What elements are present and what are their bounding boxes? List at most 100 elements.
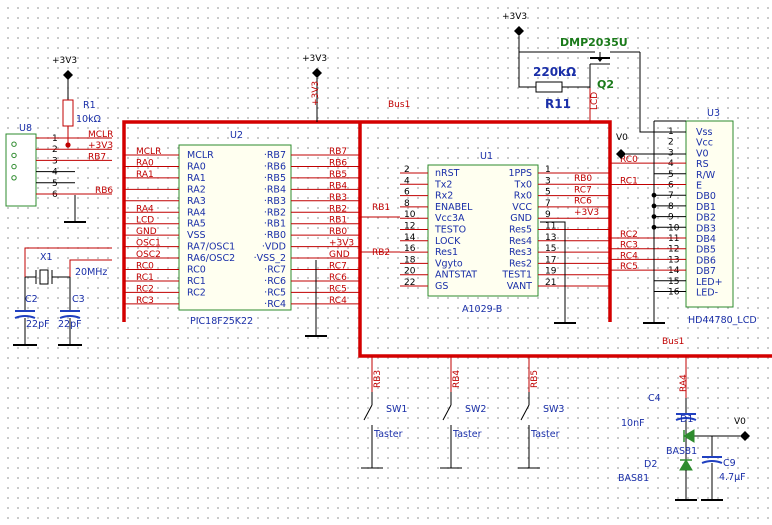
bus-label-top: Bus1 — [388, 100, 410, 110]
u2-left-pin: RA2 — [187, 184, 206, 195]
u8-pin-num: 2 — [52, 145, 58, 155]
u1-right-pin: Res3 — [509, 247, 532, 258]
u2-right-pin: ·RB3 — [264, 196, 286, 207]
u8-net-label: MCLR — [88, 130, 113, 140]
u2-right-pin: ·VSS_2 — [254, 253, 286, 264]
u3-pin-label: R/W — [696, 170, 716, 181]
u1-left-pin: Rx2 — [435, 191, 453, 202]
c3-value: 22pF — [58, 319, 82, 330]
u1-left-pin: Res1 — [435, 247, 458, 258]
u3-pin-num: 7 — [668, 191, 674, 201]
u2-left-net: OSC1 — [136, 239, 161, 249]
button-ref: SW1 — [386, 404, 407, 415]
u2-right-pin: ·RB7 — [264, 150, 286, 161]
u3-pin-label: E — [696, 181, 702, 192]
u3-net-label: RC1 — [620, 177, 638, 187]
u8-pin-num: 1 — [52, 134, 58, 144]
u1-left-pin: Vgyto — [435, 258, 463, 269]
resistor-r11[interactable]: 220kΩ R11 LCD — [518, 52, 600, 111]
u1-ref: U1 — [480, 151, 493, 162]
u3-pin-num: 11 — [668, 234, 679, 244]
u8-pin-socket — [11, 163, 17, 170]
bus-label-bottom: Bus1 — [662, 337, 684, 347]
u1-right-pin: VANT — [507, 281, 532, 292]
r11-ref: R11 — [545, 97, 571, 111]
u2-ref: U2 — [230, 130, 243, 141]
r1-ref: R1 — [83, 100, 96, 111]
u1-right-pin: TEST1 — [501, 270, 532, 281]
mosfet-q2[interactable]: DMP2035U Q2 — [560, 36, 686, 133]
u8-net-label: RB6 — [95, 186, 113, 196]
u3-net-label: RC2 — [620, 230, 638, 240]
c2-value: 22pF — [26, 319, 50, 330]
r11-net: LCD — [590, 92, 600, 110]
u1-right-net: RC7 — [574, 185, 592, 195]
v0-label: V0 — [616, 133, 628, 143]
u3-pin-num: 10 — [668, 223, 680, 233]
u3-pin-num: 14 — [668, 266, 680, 276]
u2-part: PIC18F25K22 — [190, 316, 253, 327]
u3-pin-label: V0 — [696, 148, 709, 159]
u2-left-net: GND — [136, 227, 157, 237]
u2-right-net: GND — [329, 250, 350, 260]
u2-left-pin: RA1 — [187, 173, 206, 184]
u1-right-num: 15 — [545, 244, 556, 254]
u2-right-pin: ·RB6 — [264, 161, 286, 172]
u1-left-pin: Tx2 — [434, 179, 452, 190]
crystal-x1[interactable]: X1 20MHz — [25, 252, 107, 285]
diode-circuit[interactable]: RA4 C4 10nF D1 BAS81 D2 BAS81 C9 4.7µF V… — [618, 356, 750, 501]
c4-ref: C4 — [648, 393, 661, 404]
u1-right-num: 3 — [545, 176, 551, 186]
u1-right-num: 7 — [545, 199, 551, 209]
u1-left-pin: nRST — [435, 168, 460, 179]
u2-left-pin: RC2 — [187, 287, 206, 298]
d2-part: BAS81 — [618, 473, 649, 484]
u2-left-pin: RC1 — [187, 276, 206, 287]
u2-left-pin: VSS — [187, 230, 206, 241]
u1-left-pin: TESTO — [434, 225, 466, 236]
u1-left-num: 14 — [404, 233, 416, 243]
v0-label-lcd: V0 — [616, 133, 686, 159]
u8-pin-num: 4 — [52, 168, 58, 178]
button-net: RB3 — [373, 370, 383, 388]
u2-left-net: RC3 — [136, 296, 154, 306]
c4-value: 10nF — [621, 418, 645, 429]
u1-left-num: 10 — [404, 210, 416, 220]
u1-right-net: +3V3 — [574, 208, 599, 218]
bus-lines — [122, 120, 772, 358]
u2-right-net: RB0 — [329, 227, 347, 237]
u3-pin-label: DB6 — [696, 255, 716, 266]
u3-pin-num: 9 — [668, 213, 674, 223]
u2-vcc-label: +3V3 — [302, 54, 327, 64]
u1-right-num: 17 — [545, 255, 556, 265]
u3-pin-label: DB3 — [696, 223, 716, 234]
u3-pin-label: DB0 — [696, 191, 716, 202]
u2-left-pin: RA3 — [187, 196, 206, 207]
resistor-r1[interactable]: R1 10kΩ — [62, 99, 101, 145]
u3-pin-num: 13 — [668, 255, 679, 265]
capacitor-c2[interactable]: C2 22pF — [13, 277, 50, 346]
u1-right-pin: Tx0 — [514, 179, 532, 190]
u2-right-pin: ·VDD — [262, 242, 286, 253]
button-label: Taster — [452, 429, 482, 440]
u3-pin-num: 6 — [668, 181, 674, 191]
capacitor-c3[interactable]: C3 22pF — [58, 277, 85, 346]
button-ref: SW2 — [465, 404, 486, 415]
u8-pin-socket — [11, 152, 17, 159]
u3-net-label: RC4 — [620, 251, 638, 261]
u2-right-net: RC6 — [329, 273, 347, 283]
u8-pin-num: 3 — [52, 156, 58, 166]
c3-ref: C3 — [72, 294, 85, 305]
u1-left-num: 6 — [404, 188, 410, 198]
power-symbol-u2: +3V3 +3V3 — [302, 54, 327, 122]
u1-left-num: 20 — [404, 267, 416, 277]
u1-right-pin: Rx0 — [514, 191, 532, 202]
